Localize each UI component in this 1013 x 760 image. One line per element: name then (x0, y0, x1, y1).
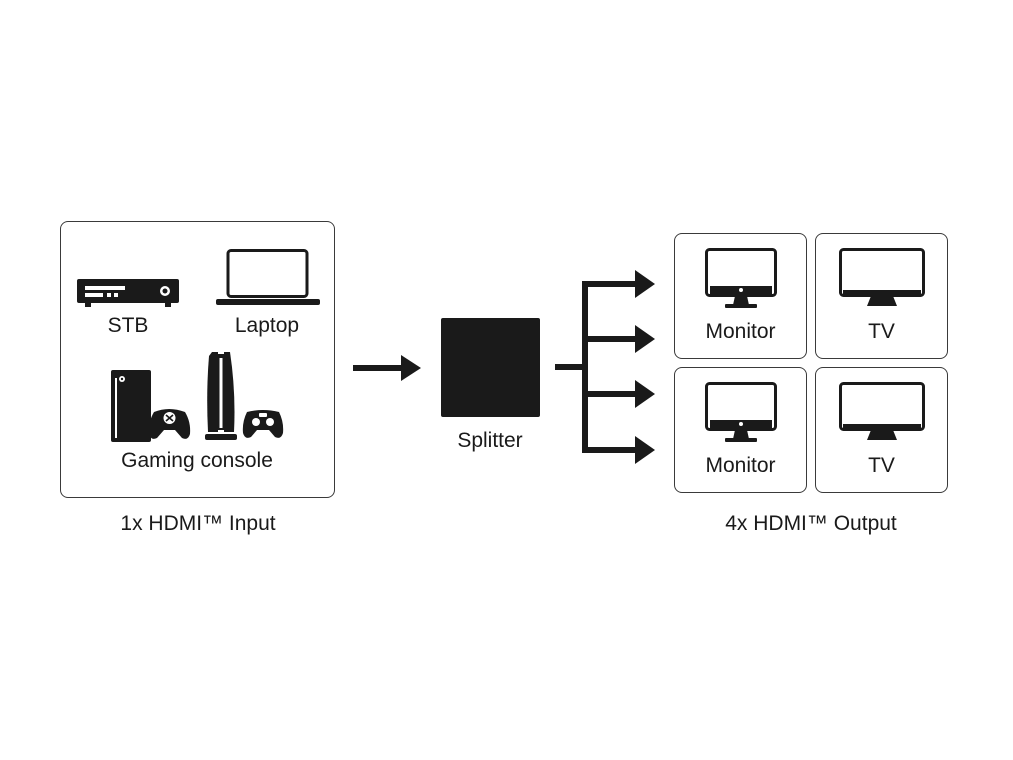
output-cell-label: TV (868, 454, 895, 477)
input-caption: 1x HDMI™ Input (120, 512, 276, 535)
laptop-label: Laptop (234, 314, 300, 337)
splitter-label: Splitter (457, 429, 523, 452)
input-panel (60, 221, 335, 498)
monitor-icon (704, 382, 777, 442)
output-cell-monitor: Monitor (674, 367, 807, 493)
laptop-icon (216, 249, 320, 305)
tv-icon (838, 382, 925, 440)
monitor-icon (704, 248, 777, 308)
output-caption: 4x HDMI™ Output (725, 512, 897, 535)
output-cell-label: Monitor (705, 320, 776, 343)
splitter-box-icon (441, 318, 540, 417)
xbox-console-icon (111, 370, 151, 442)
xbox-controller-icon (148, 409, 191, 439)
output-cell-tv: TV (815, 367, 948, 493)
playstation-controller-icon (242, 410, 284, 438)
set-top-box-icon (77, 279, 179, 307)
output-cell-tv: TV (815, 233, 948, 359)
stb-label: STB (107, 314, 149, 337)
output-cell-monitor: Monitor (674, 233, 807, 359)
output-cell-label: Monitor (705, 454, 776, 477)
tv-icon (838, 248, 925, 306)
gaming-console-label: Gaming console (121, 449, 273, 472)
playstation-console-icon (205, 352, 237, 440)
output-cell-label: TV (868, 320, 895, 343)
input-arrow (353, 355, 421, 381)
output-branch-arrows (555, 270, 655, 464)
